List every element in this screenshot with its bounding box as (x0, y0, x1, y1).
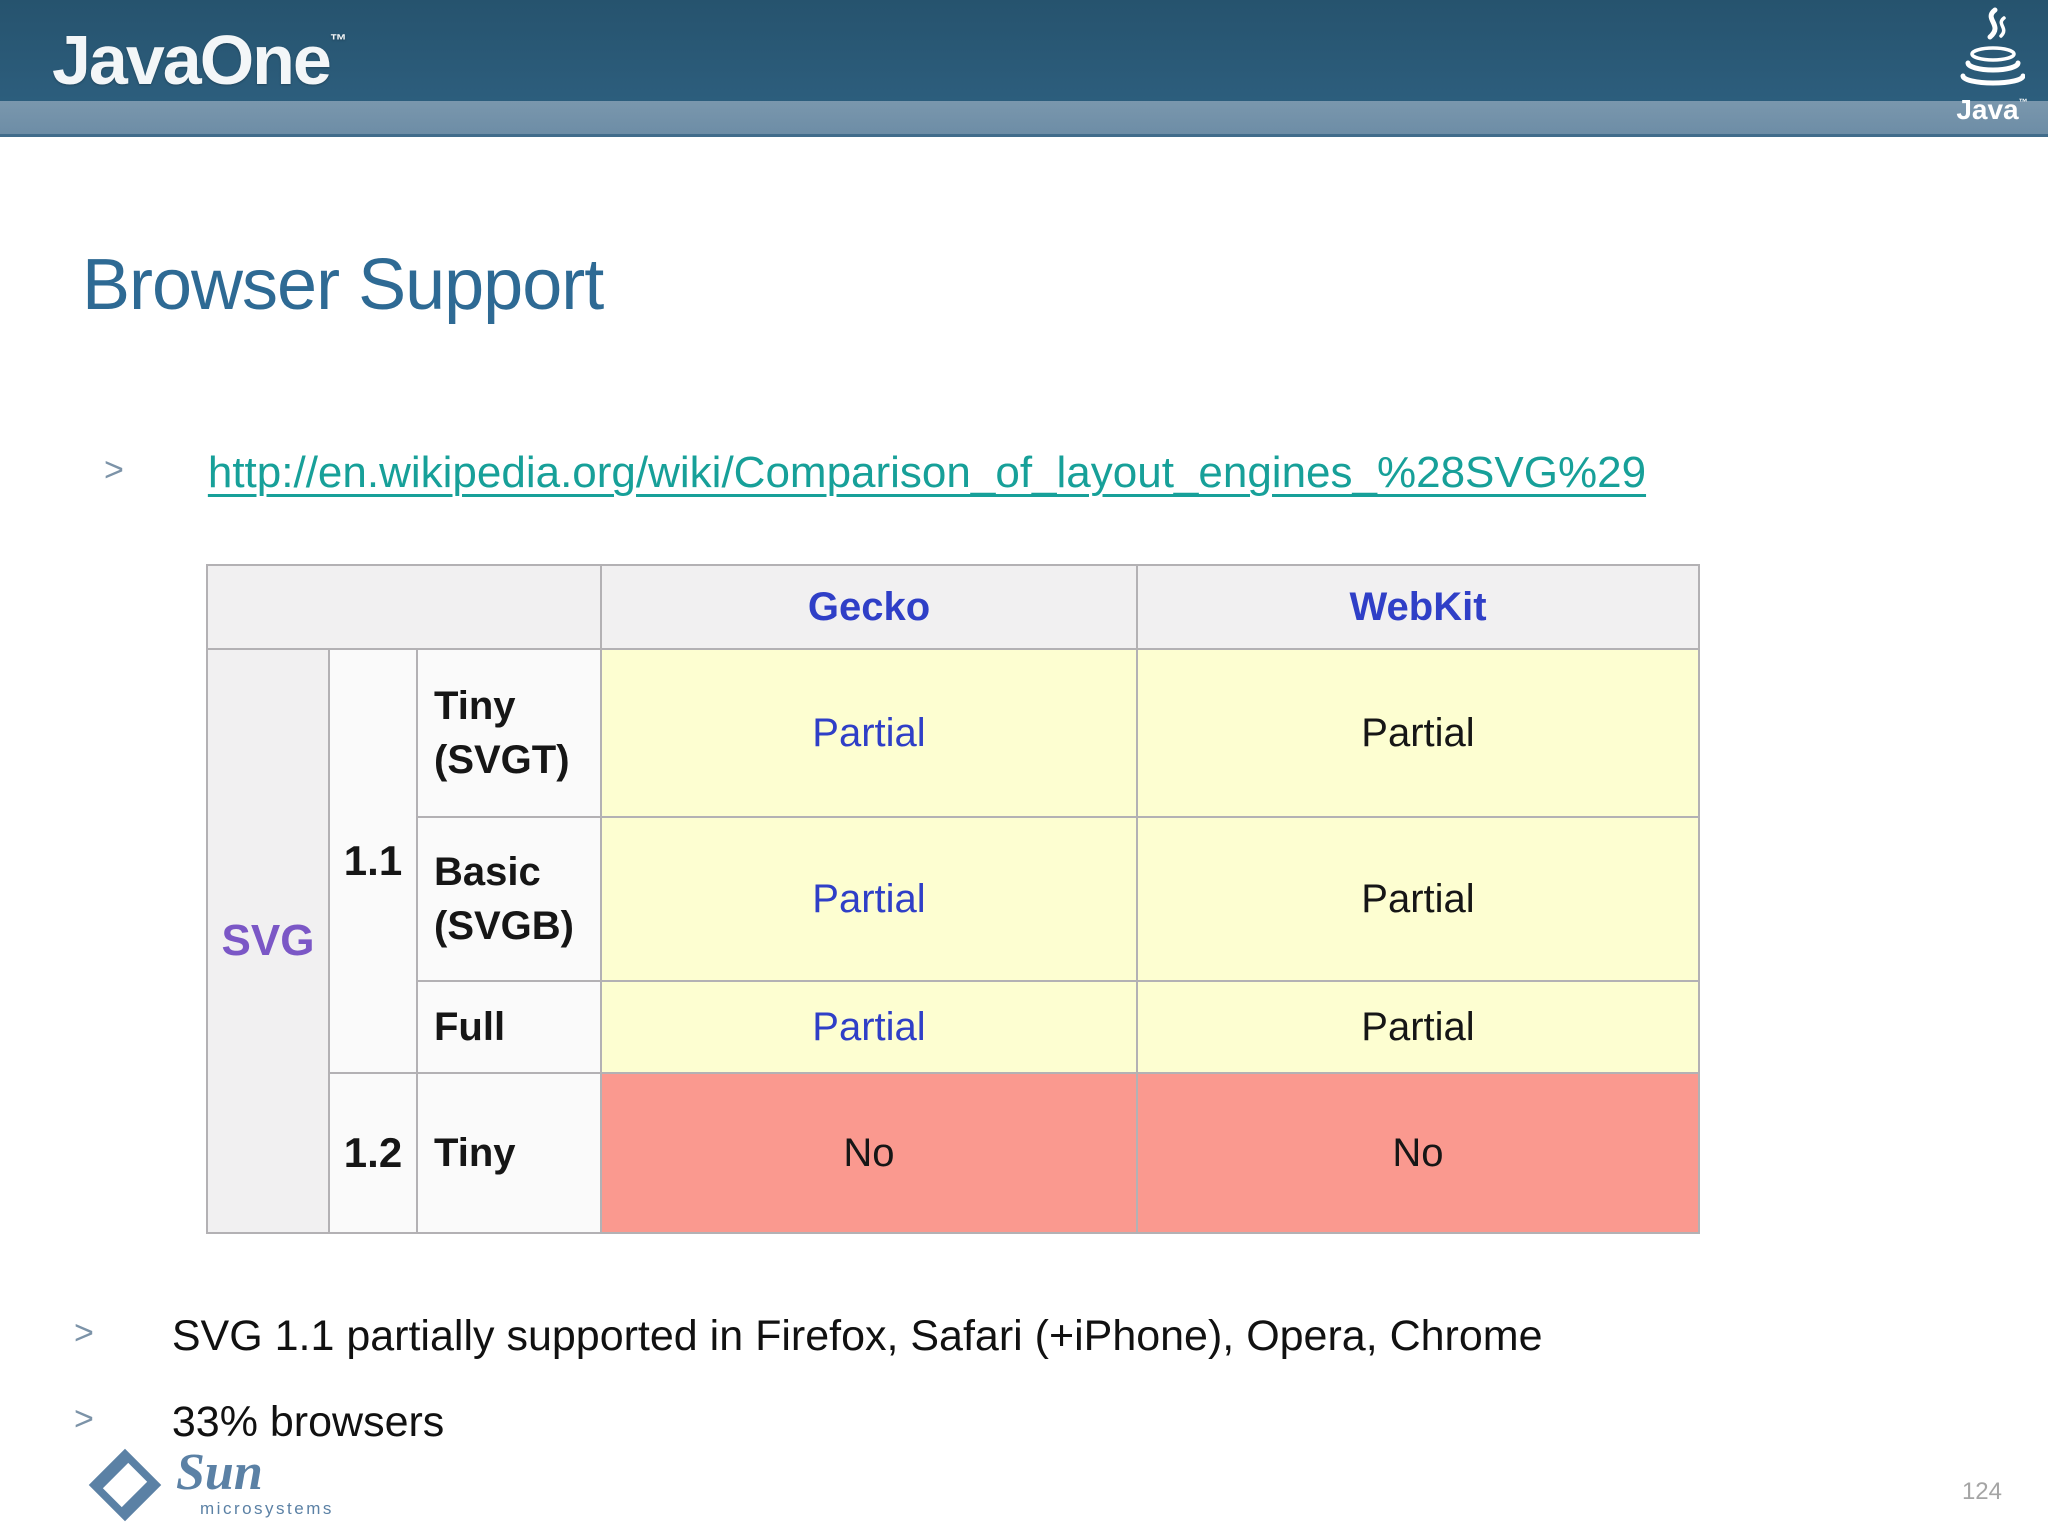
java-cup-logo: Java™ (1954, 6, 2030, 132)
support-cell-webkit-full: Partial (1138, 982, 1698, 1072)
column-header-webkit: WebKit (1138, 566, 1698, 648)
page-title: Browser Support (82, 245, 604, 325)
javaone-logo-text: JavaOne (52, 21, 332, 99)
java-trademark: ™ (2018, 97, 2028, 107)
version-cell-1-2: 1.2 (330, 1074, 416, 1232)
link-bullet-row: > http://en.wikipedia.org/wiki/Comparison… (104, 448, 1964, 498)
page-number: 124 (1961, 1478, 2002, 1505)
support-cell-webkit-tiny: Partial (1138, 650, 1698, 816)
bullet-text: 33% browsers (171, 1398, 445, 1446)
profile-cell-tiny-svgt: Tiny (SVGT) (418, 650, 600, 816)
profile-cell-basic-svgb: Basic (SVGB) (418, 818, 600, 980)
java-wordmark-text: Java (1956, 94, 2019, 125)
header-reflection-band: JavaOne (0, 101, 2048, 137)
java-wordmark: Java™ (1956, 94, 2027, 126)
sun-wordmark: Sun (176, 1444, 263, 1501)
support-cell-gecko-tiny12: No (602, 1074, 1136, 1232)
row-group-label-svg: SVG (208, 650, 328, 1232)
profile-cell-full: Full (418, 982, 600, 1072)
browser-support-table: Gecko WebKit SVG 1.1 Tiny (SVGT) Partial… (206, 564, 1700, 1234)
version-cell-1-1: 1.1 (330, 650, 416, 1072)
support-cell-gecko-basic: Partial (602, 818, 1136, 980)
bullet-chevron-icon: > (74, 1314, 94, 1352)
wikipedia-link[interactable]: http://en.wikipedia.org/wiki/Comparison_… (207, 448, 1647, 497)
bullet-text: SVG 1.1 partially supported in Firefox, … (171, 1312, 1543, 1360)
bullet-chevron-icon: > (74, 1400, 94, 1438)
profile-cell-tiny-12: Tiny (418, 1074, 600, 1232)
support-cell-gecko-tiny: Partial (602, 650, 1136, 816)
table-corner-cell (208, 566, 600, 648)
bullet-chevron-icon: > (104, 451, 124, 489)
javaone-logo: JavaOne™ (52, 18, 347, 102)
support-cell-webkit-basic: Partial (1138, 818, 1698, 980)
sun-sub-wordmark: microsystems (200, 1498, 334, 1518)
trademark-symbol: ™ (329, 31, 347, 50)
sun-diamond-icon (88, 1448, 162, 1522)
header-bar: JavaOne™ JavaOne Java™ (0, 0, 2048, 137)
support-cell-webkit-tiny12: No (1138, 1074, 1698, 1232)
column-header-gecko: Gecko (602, 566, 1136, 648)
sun-logo-text: Sun microsystems (176, 1444, 334, 1519)
sun-microsystems-logo: Sun microsystems (84, 1444, 334, 1526)
java-cup-icon (1960, 7, 2025, 86)
bullet-item-browser-share: >33% browsers (74, 1398, 1974, 1447)
bullet-item-svg-support: > SVG 1.1 partially supported in Firefox,… (74, 1312, 1974, 1361)
support-cell-gecko-full: Partial (602, 982, 1136, 1072)
